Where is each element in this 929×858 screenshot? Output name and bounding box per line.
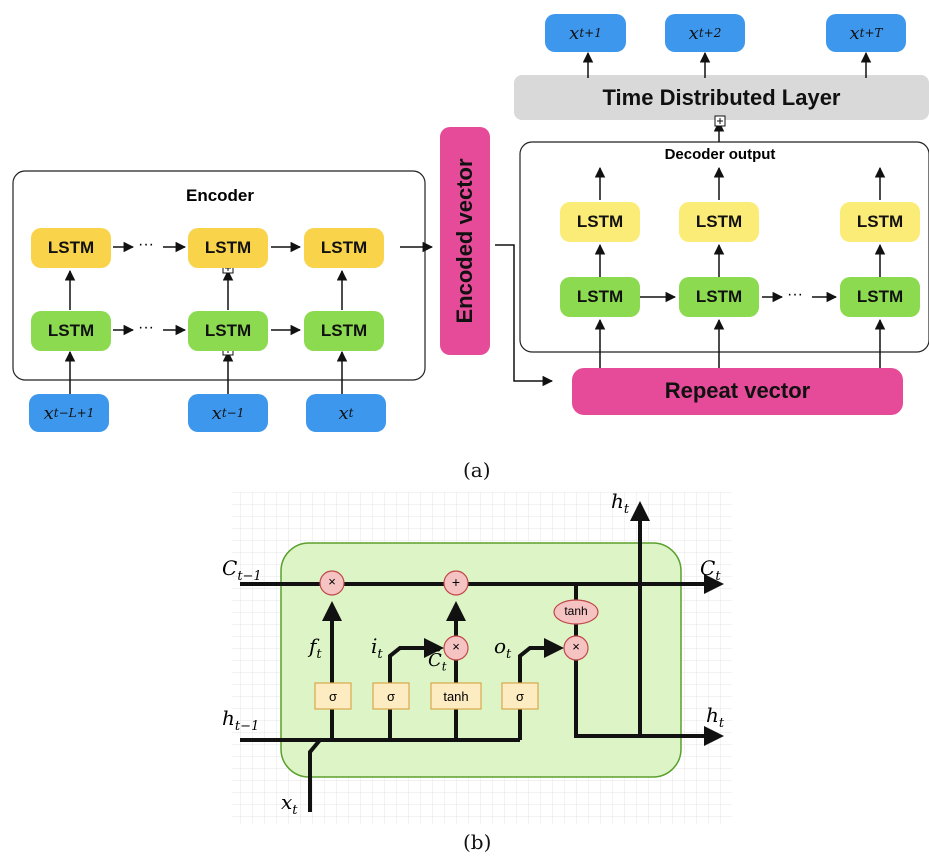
label-h-top: ht [611,489,630,517]
gate-sigma-forget: σ [328,689,338,704]
gate-sigma-input: σ [386,689,396,704]
label-x-in: xt [281,790,298,818]
gate-tanh-candidate: tanh [443,689,469,704]
encoder-lstm-top-3: LSTM [304,228,384,268]
decoder-lstm-bottom-1: LSTM [560,277,640,317]
label-h-out: ht [706,703,725,731]
output-multiply-op [563,635,589,661]
time-distributed-bar [514,75,929,120]
label-c-next: Ct [700,556,721,584]
decoder-output-title: Decoder output [664,146,776,163]
panel-a-label: (a) [463,458,491,482]
tanh-op [553,599,599,625]
encoder-lstm-top-2: LSTM [188,228,268,268]
repeat-vector-label: Repeat vector [664,378,811,403]
gate-sigma-output: σ [515,689,525,704]
encoder-lstm-bottom-2: LSTM [188,311,268,351]
tanh-op-label: tanh [564,604,588,618]
panel-b-label: (b) [463,830,492,854]
decoder-lstm-bottom-3: LSTM [840,277,920,317]
label-h-prev: ht−1 [222,706,260,734]
decoder-ellipsis: ··· [787,286,803,303]
encoded-vector-bar [440,127,490,355]
mult-icon-2: × [452,639,460,654]
label-c-tilde: C̃t [428,650,447,674]
decoder-lstm-top-1: LSTM [560,202,640,242]
decoder-lstm-top-3: LSTM [840,202,920,242]
forget-multiply-op [319,570,345,596]
time-distributed-label: Time Distributed Layer [602,85,841,110]
mult-icon-3: × [572,639,580,654]
label-f: ft [309,634,322,662]
encoder-title: Encoder [185,186,255,205]
plus-icon: + [451,574,461,590]
encoder-lstm-top-1: LSTM [31,228,111,268]
mult-icon-1: × [328,574,336,589]
input-multiply-op [443,635,469,661]
encoder-lstm-bottom-1: LSTM [31,311,111,351]
cell-add-op [443,570,469,596]
encoder-lstm-bottom-3: LSTM [304,311,384,351]
label-c-prev: Ct−1 [222,556,262,584]
encoder-ellipsis-bottom: ··· [138,319,154,336]
encoder-frame [12,170,426,381]
encoder-ellipsis-top: ··· [138,236,154,253]
decoder-lstm-top-2: LSTM [679,202,759,242]
decoder-frame [519,141,929,353]
repeat-vector-bar [572,368,903,415]
label-i: it [371,634,383,662]
decoder-lstm-bottom-2: LSTM [679,277,759,317]
label-o: ot [494,634,512,662]
